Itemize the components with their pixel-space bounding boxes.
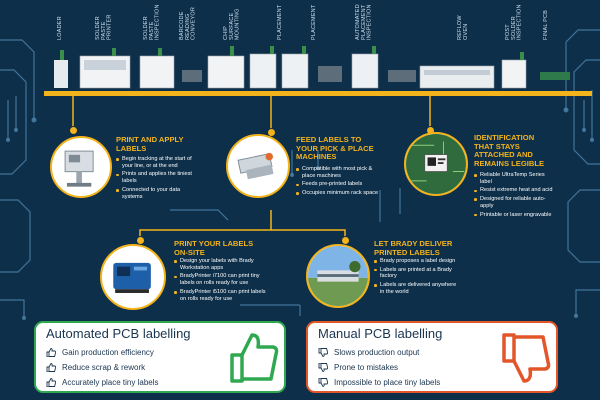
list-item: Connected to your data systems bbox=[116, 187, 200, 200]
station-label-placement-1: PLACEMENT bbox=[277, 4, 283, 40]
identification-bullets: Reliable UltraTemp Series label Resist e… bbox=[474, 172, 554, 220]
station-label-chip-surface-mounting: CHIP SURFACE MOUNTING bbox=[223, 8, 241, 40]
thumbs-up-icon bbox=[46, 378, 56, 387]
list-item: Gain production efficiency bbox=[46, 345, 159, 360]
station-label-solder-paste-inspection: SOLDER PASTE INSPECTION bbox=[143, 4, 161, 40]
large-thumbs-up-icon bbox=[230, 333, 279, 383]
thumbs-up-icon bbox=[46, 363, 56, 372]
automated-panel-list: Gain production efficiency Reduce scrap … bbox=[46, 345, 159, 390]
feed-labels-bullets: Compatible with most pick & place machin… bbox=[296, 166, 382, 199]
list-item: Reduce scrap & rework bbox=[46, 360, 159, 375]
list-item: Prone to mistakes bbox=[318, 360, 440, 375]
brady-deliver-heading: LET BRADY DELIVER PRINTED LABELS bbox=[374, 239, 453, 257]
print-apply-machine-image bbox=[50, 136, 112, 198]
list-item-text: Accurately place tiny labels bbox=[62, 378, 159, 387]
list-item-text: Prone to mistakes bbox=[334, 363, 399, 372]
automated-labelling-panel: Automated PCB labelling Gain production … bbox=[34, 321, 286, 393]
list-item: Brady proposes a label design bbox=[374, 258, 460, 265]
station-label-loader: LOADER bbox=[57, 16, 63, 40]
station-label-barcode-reading-conveyor: BARCODE READING CONVEYOR bbox=[179, 6, 197, 40]
list-item: Resist extreme heat and acid bbox=[474, 187, 554, 194]
thumbs-up-icon bbox=[46, 348, 56, 357]
print-apply-bullets: Begin tracking at the start of your line… bbox=[116, 156, 200, 202]
station-label-placement-2: PLACEMENT bbox=[311, 4, 317, 40]
print-apply-heading: PRINT AND APPLY LABELS bbox=[116, 135, 184, 153]
list-item-text: Gain production efficiency bbox=[62, 348, 154, 357]
station-label-post-solder-inspection: POST SOLDER INSPECTION bbox=[505, 4, 523, 40]
large-thumbs-down-icon bbox=[502, 333, 551, 383]
list-item: Design your labels with Brady Workstatio… bbox=[174, 258, 272, 271]
pcb-label-image bbox=[404, 132, 468, 196]
list-item-text: Slows production output bbox=[334, 348, 420, 357]
manual-panel-list: Slows production output Prone to mistake… bbox=[318, 345, 440, 390]
list-item: Occupies minimum rack space bbox=[296, 190, 382, 197]
list-item: Printable or laser engravable bbox=[474, 212, 554, 219]
station-label-final-pcb: FINAL PCB bbox=[543, 9, 549, 40]
station-label-reflow-oven: REFLOW OVEN bbox=[457, 15, 469, 40]
thumbs-down-icon bbox=[318, 378, 328, 387]
label-feeder-image bbox=[226, 134, 290, 198]
brady-deliver-bullets: Brady proposes a label design Labels are… bbox=[374, 258, 460, 298]
list-item: Begin tracking at the start of your line… bbox=[116, 156, 200, 169]
station-label-automated-placement-inspection: AUTOMATED PLACEMENT INSPECTION bbox=[355, 4, 373, 40]
thumbs-down-icon bbox=[318, 348, 328, 357]
list-item: BradyPrinter i5100 can print labels on r… bbox=[174, 289, 272, 302]
list-item: Designed for reliable auto-apply bbox=[474, 196, 554, 209]
manual-labelling-panel: Manual PCB labelling Slows production ou… bbox=[306, 321, 558, 393]
thumbs-down-icon bbox=[318, 363, 328, 372]
list-item: Impossible to place tiny labels bbox=[318, 375, 440, 390]
feed-labels-heading: FEED LABELS TO YOUR PICK & PLACE MACHINE… bbox=[296, 135, 374, 161]
list-item: Labels are printed at a Brady factory bbox=[374, 267, 460, 280]
automated-panel-title: Automated PCB labelling bbox=[46, 326, 191, 341]
production-line-machines bbox=[54, 46, 570, 89]
list-item: Reliable UltraTemp Series label bbox=[474, 172, 554, 185]
brady-printer-image bbox=[100, 244, 166, 310]
list-item: Labels are delivered anywhere in the wor… bbox=[374, 282, 460, 295]
list-item: Prints and applies the tiniest labels bbox=[116, 171, 200, 184]
print-onsite-bullets: Design your labels with Brady Workstatio… bbox=[174, 258, 272, 304]
list-item: Feeds pre-printed labels bbox=[296, 181, 382, 188]
connector-dot bbox=[69, 126, 78, 135]
list-item-text: Impossible to place tiny labels bbox=[334, 378, 441, 387]
list-item-text: Reduce scrap & rework bbox=[62, 363, 146, 372]
list-item: Accurately place tiny labels bbox=[46, 375, 159, 390]
brady-factory-image bbox=[306, 244, 370, 308]
identification-heading: IDENTIFICATION THAT STAYS ATTACHED AND R… bbox=[474, 133, 545, 168]
list-item: Compatible with most pick & place machin… bbox=[296, 166, 382, 179]
print-onsite-heading: PRINT YOUR LABELS ON-SITE bbox=[174, 239, 254, 257]
list-item: BradyPrinter i7100 can print tiny labels… bbox=[174, 273, 272, 286]
list-item: Slows production output bbox=[318, 345, 440, 360]
manual-panel-title: Manual PCB labelling bbox=[318, 326, 443, 341]
station-label-solder-paste-printer: SOLDER PASTE PRINTER bbox=[95, 14, 113, 40]
